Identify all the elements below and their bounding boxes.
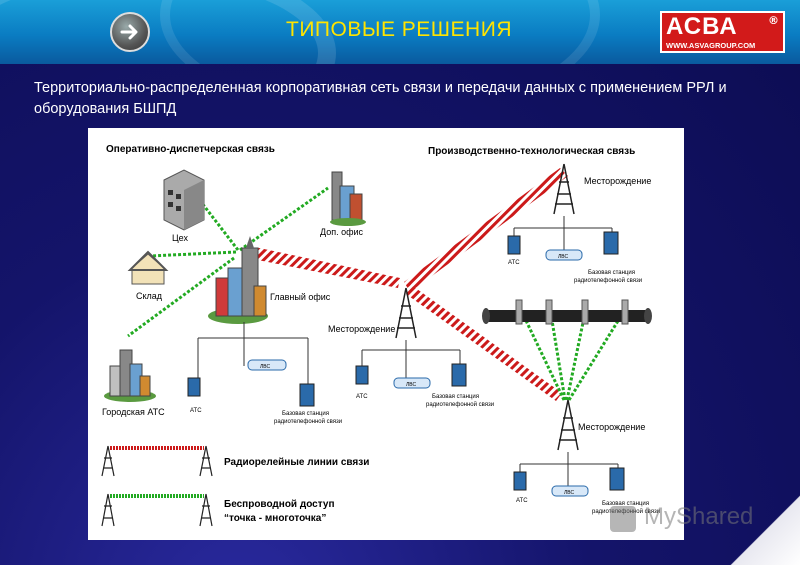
extra-office-building [330,171,366,226]
lvs-bus [393,377,431,389]
lvs-label: ЛВС [564,490,574,496]
ats-device [507,235,521,255]
arrow-right-icon [120,24,138,40]
lvs-label: ЛВС [558,254,568,260]
legend-rrl-tower-icon [101,445,213,477]
network-diagram-panel: Оперативно-диспетчерская связь Производс… [88,128,684,540]
field-top-label: Месторождение [584,176,651,186]
base-station-label: Базовая станция [282,411,329,417]
field-bottom-lan [519,452,619,486]
ats-device [187,377,201,397]
base-station-label: радиотелефонной связи [426,401,494,408]
city-ats-label: Городская АТС [102,407,165,417]
ats-label: АТС [356,394,368,400]
logo-text: АСВА [666,13,738,40]
field-top-lan [513,216,613,250]
presentation-icon [610,506,636,532]
extra-office-label: Доп. офис [320,227,364,237]
base-station-device [609,467,625,491]
watermark: MyShared [608,500,778,540]
lvs-label: ЛВС [260,364,270,370]
warehouse-building [127,250,169,285]
main-office-building [208,236,268,324]
header-swoosh [160,0,600,64]
field-center-tower [395,287,417,339]
base-station-label: Базовая станция [432,394,479,400]
base-station-label: радиотелефонной связи [574,277,642,284]
logo-registered-mark: ® [768,14,779,27]
lvs-bus [551,485,589,497]
rrl-link-field-to-top [404,168,568,292]
lvs-bus [545,249,583,261]
rrl-link-main-to-field [248,246,400,288]
wireless-link-city-ats [127,256,235,338]
base-station-device [451,363,467,387]
field-top-tower [553,163,575,215]
ats-label: АТС [508,260,520,266]
base-station-label: Базовая станция [588,270,635,276]
next-arrow-button[interactable] [110,12,150,52]
watermark-text: MyShared [644,503,754,530]
legend-wireless-tower-icon [101,493,213,527]
ats-label: АТС [516,498,528,504]
slide-title: ТИПОВЫЕ РЕШЕНИЯ [286,18,512,41]
wireless-link-pipe-1 [518,307,566,401]
workshop-label: Цех [172,233,188,243]
legend-wireless-label: “точка - многоточка” [224,513,326,524]
main-office-label: Главный офис [270,292,331,302]
logo-url: WWW.ASVAGROUP.COM [666,41,756,50]
base-station-device [603,231,619,255]
page-curl [730,495,800,565]
rrl-links [248,168,568,401]
warehouse-label: Склад [136,291,163,301]
legend-rrl-label: Радиорелейные линии связи [224,457,369,468]
base-station-device [299,383,315,407]
city-ats-building [104,349,156,402]
wireless-link-pipe-3 [565,307,588,401]
field-bottom-label: Месторождение [578,422,645,432]
legend: Радиорелейные линии связи Беспроводной д… [101,445,369,527]
ats-label: АТС [190,408,202,414]
ats-device [513,471,527,491]
wireless-link-pipe-4 [567,307,628,401]
workshop-building [163,169,205,231]
slide-subtitle: Территориально-распределенная корпоратив… [34,80,727,117]
network-diagram: Оперативно-диспетчерская связь Производс… [101,144,660,527]
left-section-title: Оперативно-диспетчерская связь [106,144,275,155]
pipeline [482,299,652,325]
lvs-bus [247,359,287,371]
wireless-link-extra-office [239,186,329,252]
legend-wireless-label: Беспроводной доступ [224,499,334,510]
rrl-link-field-to-bottom [406,284,562,401]
company-logo: АСВА ® WWW.ASVAGROUP.COM [660,11,785,53]
ats-device [355,365,369,385]
wireless-link-warehouse [149,250,237,258]
lvs-label: ЛВС [406,382,416,388]
base-station-label: радиотелефонной связи [274,418,342,425]
field-bottom-tower [557,399,579,451]
right-section-title: Производственно-технологическая связь [428,146,635,157]
field-center-label: Месторождение [328,324,395,334]
field-center-lan [361,340,461,378]
wireless-link-workshop [196,197,240,251]
main-office-lan [197,322,309,386]
base-station-label: Базовая станция [602,501,649,507]
